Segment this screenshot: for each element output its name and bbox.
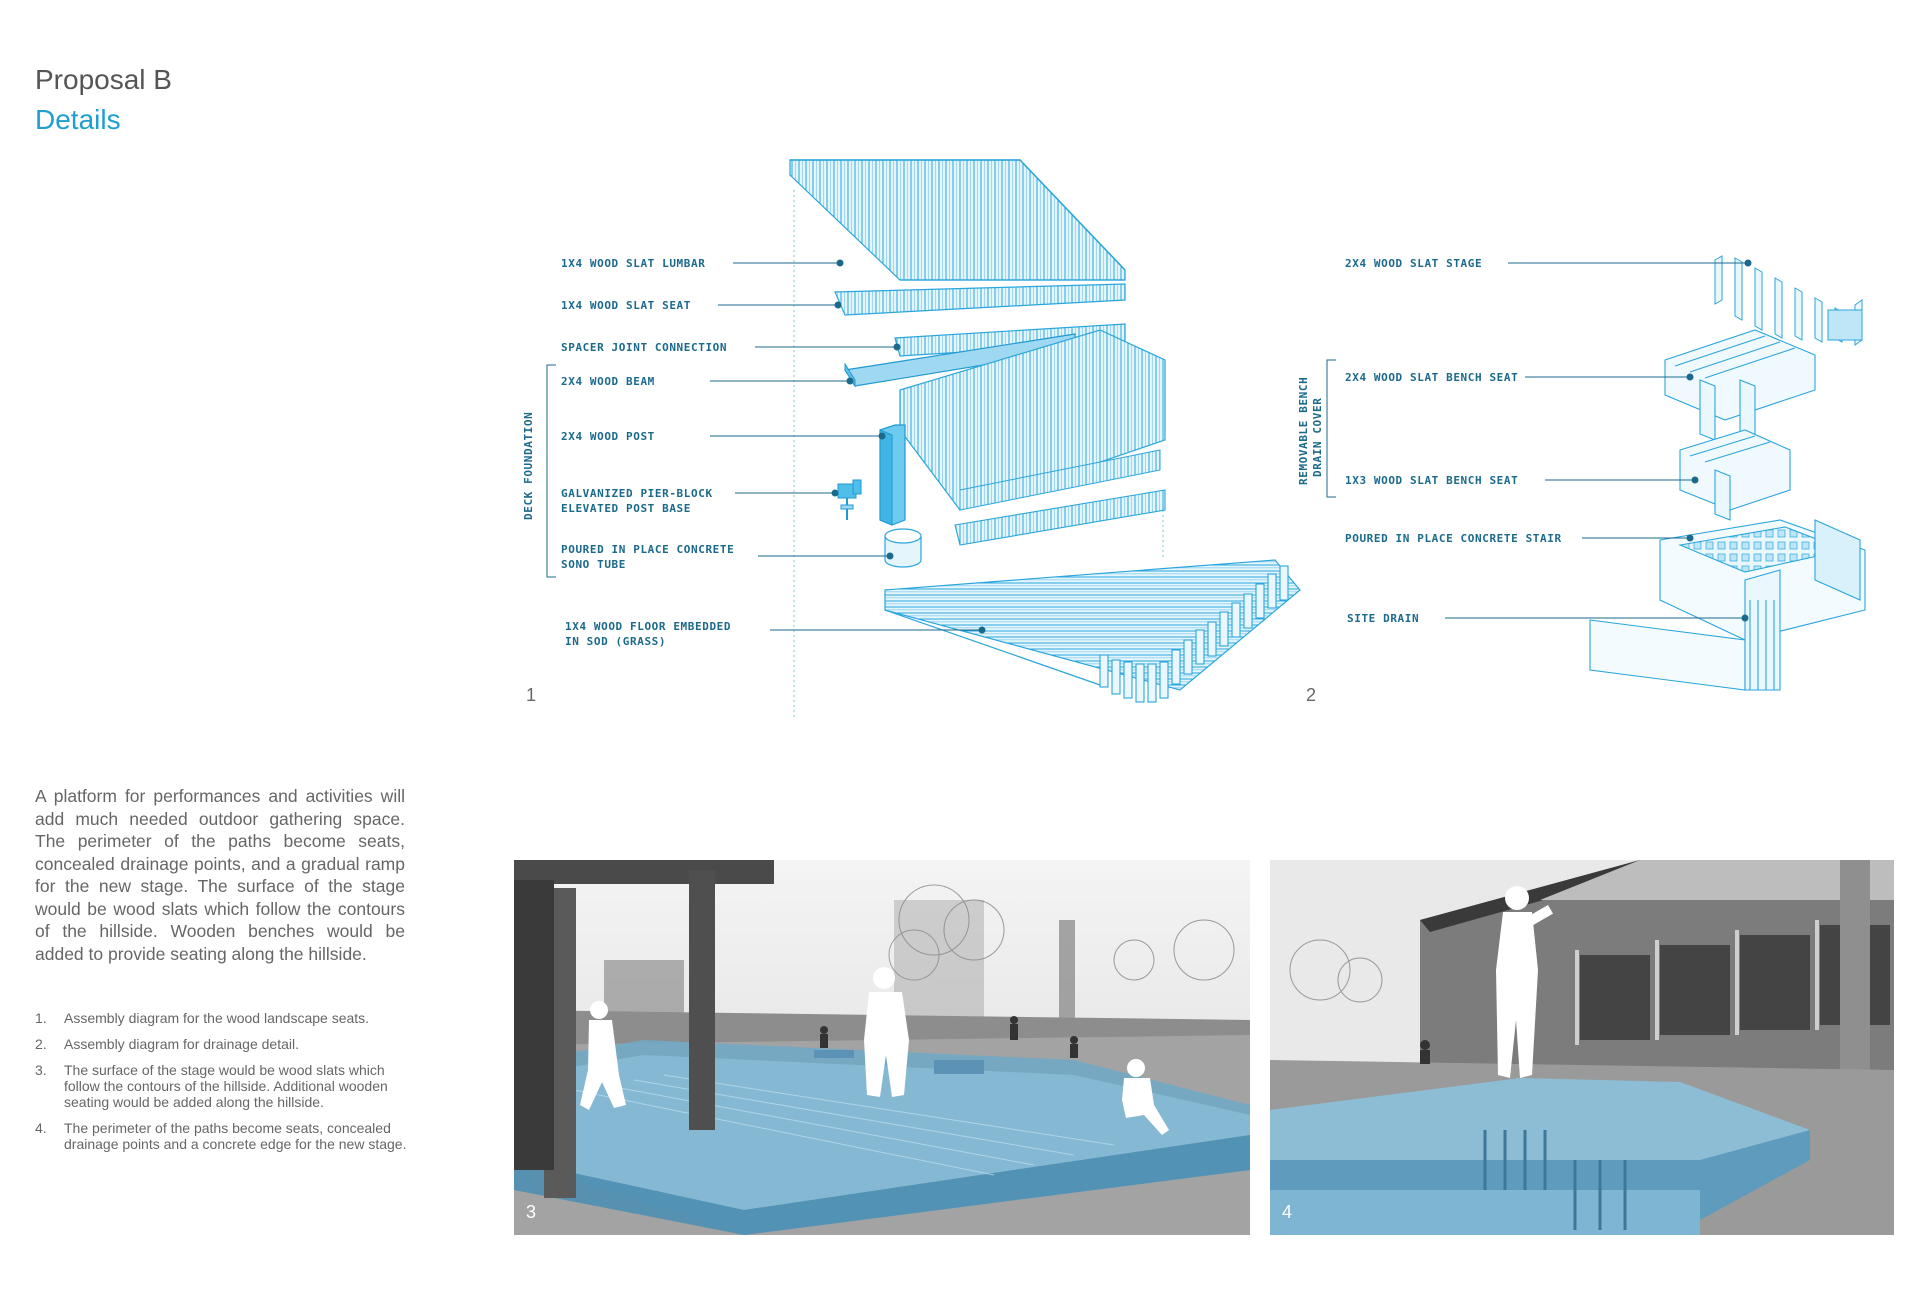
label-floor-line1: 1X4 WOOD FLOOR EMBEDDED <box>565 620 732 633</box>
list-item: 2. Assembly diagram for drainage detail. <box>35 1036 415 1052</box>
figure-number-4: 4 <box>1282 1202 1293 1222</box>
label-pier-line2: ELEVATED POST BASE <box>561 502 692 515</box>
label-drain: SITE DRAIN <box>1347 612 1420 625</box>
label-post: 2X4 WOOD POST <box>561 430 655 443</box>
label-drain-cover: DRAIN COVER <box>1311 397 1324 477</box>
label-sono-line1: POURED IN PLACE CONCRETE <box>561 543 735 556</box>
bench-2x4 <box>1664 329 1816 441</box>
label-deck-foundation: DECK FOUNDATION <box>522 411 535 520</box>
page-title: Proposal B <box>35 64 172 95</box>
bench-1x3 <box>1679 429 1791 521</box>
label-spacer: SPACER JOINT CONNECTION <box>561 341 728 354</box>
note-text: The perimeter of the paths become seats,… <box>64 1120 407 1152</box>
rendering-stage-plaza-art <box>514 860 1250 1235</box>
note-text: Assembly diagram for drainage detail. <box>64 1036 300 1052</box>
lower-spacer <box>954 489 1166 546</box>
label-bench-2x4: 2X4 WOOD SLAT BENCH SEAT <box>1345 371 1519 384</box>
floor-slats <box>884 559 1301 703</box>
label-pier-line1: GALVANIZED PIER-BLOCK <box>561 487 713 500</box>
list-item: 3. The surface of the stage would be wood… <box>35 1062 415 1110</box>
rendering-stage-building-art <box>1270 860 1894 1235</box>
post <box>879 424 906 526</box>
note-number: 1. <box>35 1010 47 1026</box>
label-removable-bench: REMOVABLE BENCH <box>1297 376 1310 485</box>
concrete-stair <box>1589 519 1866 691</box>
note-text: Assembly diagram for the wood landscape … <box>64 1010 370 1026</box>
figure-number-1: 1 <box>526 685 537 705</box>
seat-slats <box>834 283 1126 316</box>
rendering-stage-building: 4 <box>1270 860 1894 1235</box>
figure-number-2: 2 <box>1306 685 1317 705</box>
label-stair: POURED IN PLACE CONCRETE STAIR <box>1345 532 1562 545</box>
note-number: 3. <box>35 1062 47 1078</box>
label-sono-line2: SONO TUBE <box>561 558 627 571</box>
sono-tube <box>884 528 922 568</box>
list-item: 4. The perimeter of the paths become seat… <box>35 1120 415 1152</box>
note-number: 4. <box>35 1120 47 1136</box>
figure-number-3: 3 <box>526 1202 537 1222</box>
notes-list: 1. Assembly diagram for the wood landscap… <box>35 1010 415 1162</box>
label-seat: 1X4 WOOD SLAT SEAT <box>561 299 692 312</box>
drain-stage-slats <box>1714 255 1863 346</box>
rendering-stage-plaza: 3 <box>514 860 1250 1235</box>
label-bench-1x3: 1X3 WOOD SLAT BENCH SEAT <box>1345 474 1519 487</box>
label-floor-line2: IN SOD (GRASS) <box>565 635 667 648</box>
list-item: 1. Assembly diagram for the wood landscap… <box>35 1010 415 1026</box>
label-stage: 2X4 WOOD SLAT STAGE <box>1345 257 1483 270</box>
intro-paragraph: A platform for performances and activiti… <box>35 786 405 964</box>
pier-block <box>837 479 862 520</box>
page-subtitle: Details <box>35 104 121 135</box>
label-beam: 2X4 WOOD BEAM <box>561 375 655 388</box>
lumbar-slats <box>789 159 1126 281</box>
note-text: The surface of the stage would be wood s… <box>64 1062 388 1110</box>
note-number: 2. <box>35 1036 47 1052</box>
label-lumbar: 1X4 WOOD SLAT LUMBAR <box>561 257 706 270</box>
